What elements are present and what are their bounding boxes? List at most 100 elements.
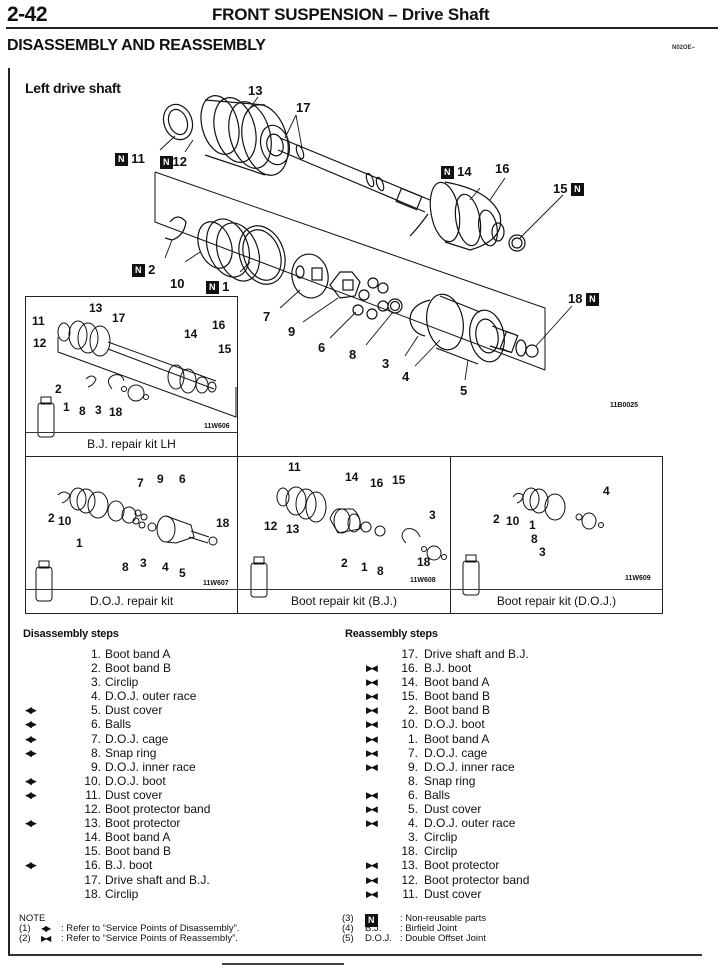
reassembly-mark-icon: ▶◀: [366, 789, 378, 800]
kit-label-12: 12: [33, 336, 47, 350]
kit-label-2: 2: [341, 556, 348, 570]
page-number: 2-42: [7, 3, 48, 26]
reassembly-mark-icon: ▶◀: [366, 719, 378, 730]
step-number: 11.: [402, 886, 418, 901]
kit-boot-repair-bj: 11 14 16 15 12 13 3 2 1 8 18 11W608 Boot…: [237, 456, 451, 614]
kit-boot-repair-doj: 4 2 10 1 8 3 11W609 Boot repair kit (D.O…: [450, 456, 663, 614]
note-item: (4) B.J. : Birfield Joint: [342, 923, 458, 934]
reassembly-mark-icon: ▶◀: [366, 705, 378, 716]
kit-label-10: 10: [58, 514, 72, 528]
kit-label-3: 3: [429, 508, 436, 522]
kit-label-2: 2: [55, 382, 62, 396]
step-item: 2.Boot band B: [23, 661, 323, 675]
kit-label-3: 3: [539, 545, 546, 559]
step-item: 12.Boot protector band: [23, 802, 323, 816]
step-number: 2.: [407, 703, 418, 718]
kit-label-1: 1: [76, 536, 83, 550]
callout-11: N 11: [115, 152, 145, 166]
step-item: ▶◀1.Boot band A: [366, 731, 608, 746]
frame-left-border: [8, 68, 10, 955]
reassembly-mark-icon: ▶◀: [366, 761, 378, 772]
step-number: 17.: [84, 872, 101, 887]
non-reusable-badge: N: [441, 166, 454, 179]
step-item: 17.Drive shaft and B.J.: [23, 873, 323, 887]
kit-label-5: 5: [179, 566, 186, 580]
step-number: 3.: [90, 675, 101, 690]
kit-label-6: 6: [179, 472, 186, 486]
callout-15: 15 N: [553, 182, 584, 196]
kit-label-8: 8: [531, 532, 538, 546]
note-item: (5) D.O.J. : Double Offset Joint: [342, 933, 486, 944]
step-item: ▶◀15.Boot band B: [366, 689, 608, 703]
step-number: 8.: [90, 745, 101, 760]
kit-label-18: 18: [417, 555, 431, 569]
step-number: 9.: [90, 759, 101, 774]
step-item: ▶◀2.Boot band B: [366, 703, 608, 718]
step-item: 9. D.O.J. inner race: [23, 760, 323, 774]
page-title: FRONT SUSPENSION – Drive Shaft: [212, 5, 490, 24]
bj-boot-drawing: [409, 181, 526, 252]
reassembly-mark-icon: ▶◀: [366, 874, 378, 885]
note-item: (3) N : Non-reusable parts: [342, 913, 487, 927]
disassembly-mark-icon: ◀▶: [25, 733, 37, 744]
figure-code-boot-bj: 11W608: [410, 577, 436, 584]
note-item: (1) ◀▶ : Refer to “Service Points of Dis…: [19, 923, 240, 934]
reassembly-mark-icon: ▶◀: [366, 888, 378, 899]
kit-label-16: 16: [212, 318, 226, 332]
grease-bottle-icon: [35, 566, 53, 602]
header-divider: [6, 27, 718, 29]
disassembly-heading: Disassembly steps: [23, 628, 119, 640]
step-number: 4.: [90, 689, 101, 704]
figure-code-boot-doj: 11W609: [625, 575, 651, 582]
kit-label-14: 14: [184, 327, 198, 341]
step-item: ▶◀16.B.J. boot: [366, 661, 608, 676]
kit-label-11: 11: [32, 314, 45, 328]
step-item: 3.Circlip: [23, 675, 323, 689]
disassembly-mark-icon: ◀▶: [41, 924, 51, 933]
step-label: Boot band A: [424, 731, 490, 746]
step-number: 16.: [401, 661, 418, 676]
step-number: 15.: [84, 844, 101, 859]
section-code: N02OE–: [672, 45, 696, 51]
kit-label-17: 17: [112, 311, 126, 325]
reassembly-mark-icon: ▶◀: [366, 818, 378, 829]
step-label: D.O.J. inner race: [105, 759, 196, 774]
reassembly-mark-icon: ▶◀: [366, 733, 378, 744]
step-item: 8.Snap ring: [368, 774, 608, 788]
step-item: 18.Circlip: [368, 844, 608, 858]
step-number: 6.: [407, 787, 418, 802]
figure-code-bj-lh: 11W606: [204, 423, 230, 430]
frame-bottom-border: [8, 954, 702, 956]
callout-4: 4: [402, 369, 410, 384]
step-item: ▶◀11.Dust cover: [366, 886, 608, 901]
step-number: 12.: [84, 802, 101, 817]
reassembly-mark-icon: ▶◀: [366, 691, 378, 702]
step-label: Snap ring: [105, 745, 157, 760]
step-number: 5.: [90, 703, 101, 718]
step-label: Dust cover: [424, 802, 482, 817]
non-reusable-badge: N: [132, 264, 145, 277]
step-item: 3.Circlip: [368, 830, 608, 844]
kit-label-18: 18: [109, 405, 123, 419]
step-item: 4.D.O.J. outer race: [23, 689, 323, 703]
kit-doj-repair: 7 9 6 2 10 1 18 8 3 4 5 11W607 D.O.J. re…: [25, 456, 238, 614]
callout-leaders: [159, 96, 573, 381]
notes-heading: NOTE: [19, 913, 46, 924]
non-reusable-badge: N: [365, 914, 378, 927]
assembly-frame-line: [154, 171, 546, 371]
disassembly-mark-icon: ◀▶: [25, 775, 37, 786]
step-label: Boot protector: [105, 816, 181, 831]
non-reusable-badge: N: [206, 281, 219, 294]
non-reusable-badge: N: [160, 156, 173, 169]
kit-label-10: 10: [506, 514, 520, 528]
callout-18: 18 N: [568, 292, 599, 306]
doj-boot-drawing: [164, 216, 286, 285]
callout-3: 3: [382, 356, 390, 371]
step-number: 2.: [90, 661, 101, 676]
step-label: D.O.J. cage: [424, 745, 488, 760]
step-label: D.O.J. cage: [105, 731, 169, 746]
step-label: D.O.J. boot: [424, 717, 485, 732]
step-label: Dust cover: [105, 703, 163, 718]
